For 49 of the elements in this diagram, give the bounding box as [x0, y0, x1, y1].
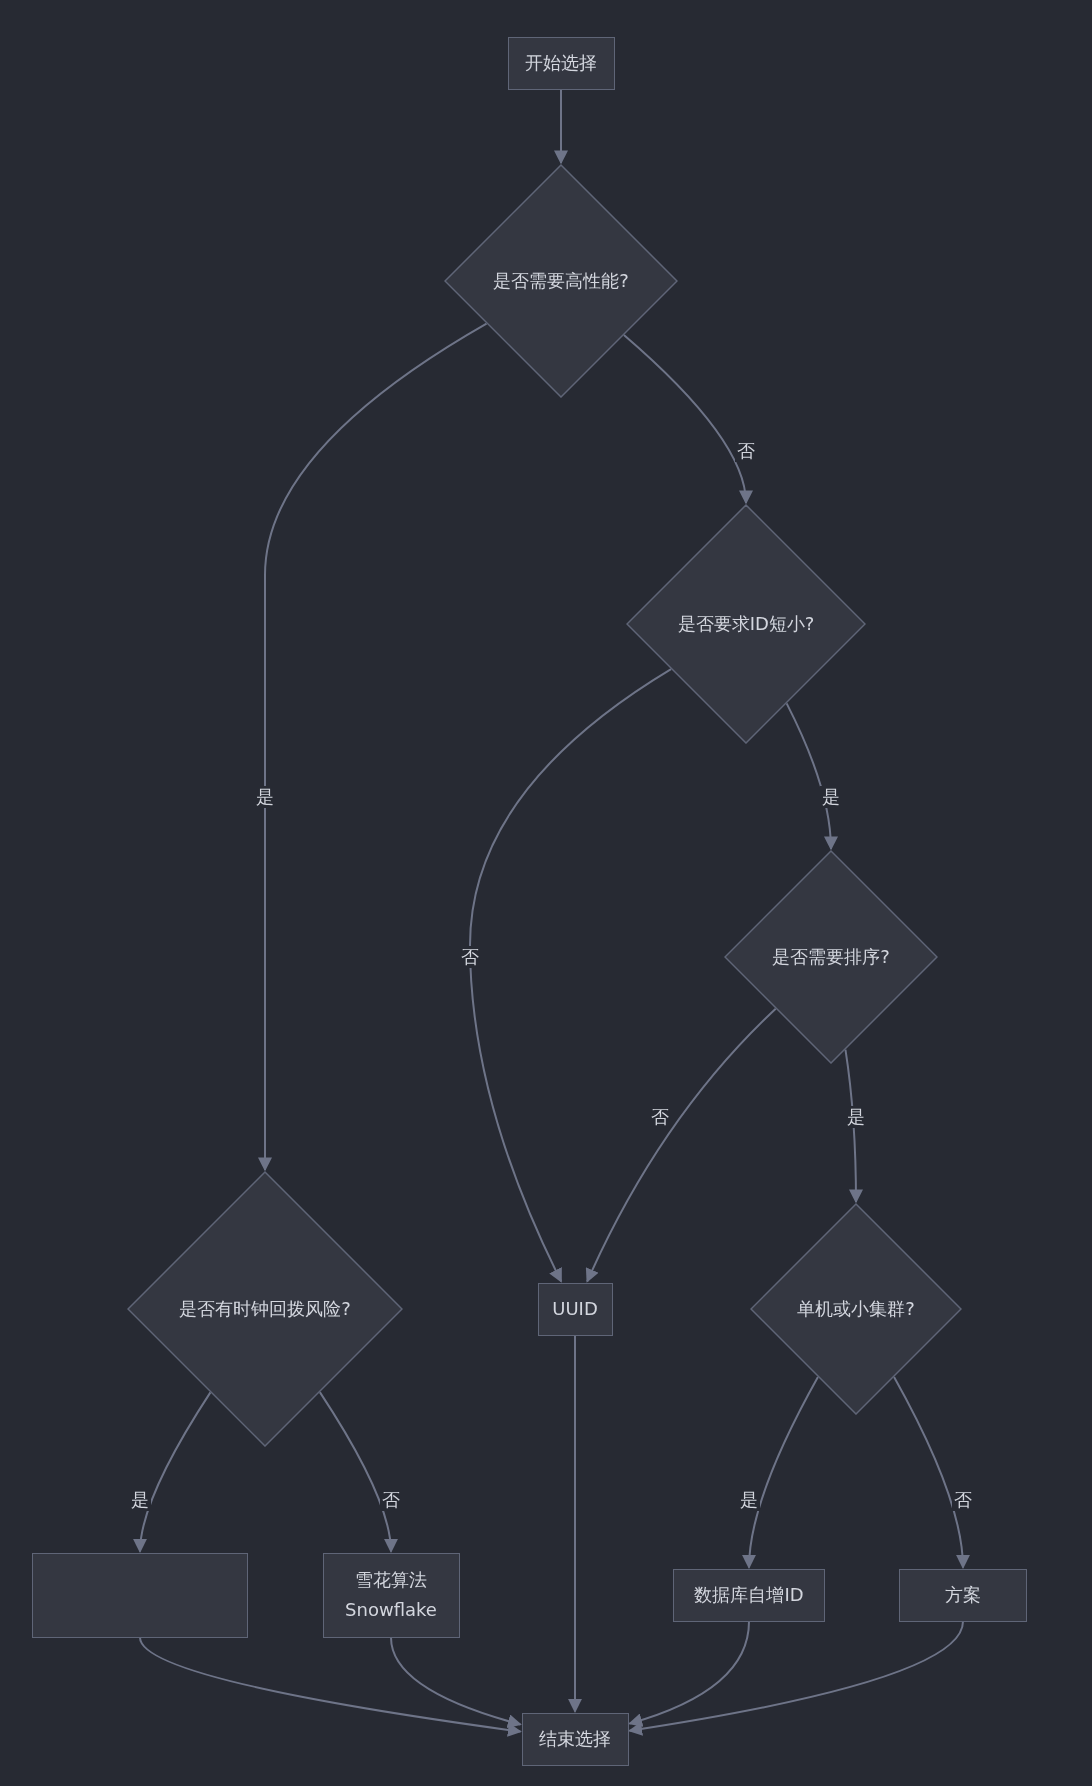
arrow	[785, 702, 838, 851]
edge-label: 是	[845, 1106, 867, 1128]
edge-label: 是	[820, 786, 842, 808]
arrow	[586, 1007, 777, 1283]
edge-label: 否	[380, 1489, 402, 1511]
process-box	[673, 1568, 825, 1622]
decision-diamond	[750, 1203, 962, 1415]
process-box	[32, 1552, 248, 1638]
arrow	[469, 668, 673, 1283]
node-label: 是否有时钟回拨风险?	[178, 1297, 352, 1321]
arrow	[844, 1048, 863, 1204]
node-label: 方案	[944, 1583, 982, 1607]
edge-label: 否	[735, 440, 757, 462]
node-label: 结束选择	[538, 1727, 612, 1751]
node-label: 开始选择	[524, 51, 598, 75]
arrow	[622, 334, 752, 505]
edge-label: 否	[459, 946, 481, 968]
decision-diamond	[127, 1171, 403, 1447]
arrow	[628, 1620, 964, 1736]
process-box	[507, 36, 615, 90]
process-box	[537, 1282, 613, 1336]
node-label: 是否要求ID短小?	[676, 612, 816, 636]
edge-label: 是	[129, 1489, 151, 1511]
process-box	[899, 1568, 1027, 1622]
edge-label: 是	[738, 1489, 760, 1511]
node-label: 是否需要高性能?	[492, 269, 630, 293]
decision-diamond	[626, 504, 866, 744]
arrow	[893, 1375, 970, 1569]
edge-label: 否	[952, 1489, 974, 1511]
process-box	[521, 1712, 629, 1766]
decision-diamond	[724, 850, 938, 1064]
decision-diamond	[444, 164, 678, 398]
arrow	[628, 1620, 750, 1727]
node-label: 是否需要排序?	[771, 945, 891, 969]
process-box	[322, 1552, 460, 1638]
arrow	[139, 1636, 522, 1737]
node-label: UUID	[551, 1297, 599, 1321]
edge-label: 是	[254, 786, 276, 808]
arrow	[568, 1334, 582, 1713]
arrow	[390, 1636, 522, 1728]
arrow	[742, 1375, 819, 1569]
arrow	[258, 322, 488, 1172]
arrow	[133, 1391, 212, 1553]
arrow	[554, 88, 568, 165]
edge-label: 否	[649, 1106, 671, 1128]
node-label: 单机或小集群?	[796, 1297, 916, 1321]
arrow	[318, 1391, 398, 1553]
node-label: 数据库自增ID	[693, 1583, 805, 1607]
node-label: 雪花算法 Snowflake	[344, 1568, 438, 1622]
